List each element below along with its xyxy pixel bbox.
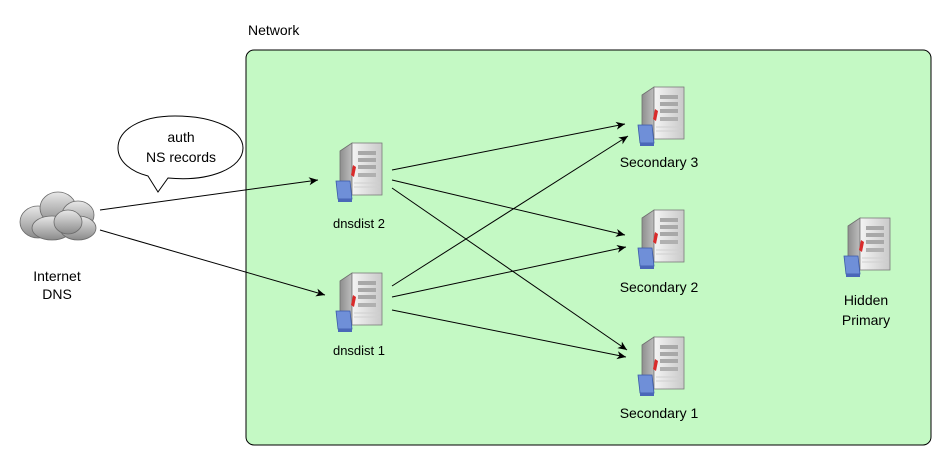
bubble-line1: auth [167,129,194,145]
cloud-icon [19,191,97,241]
hidden-label: Hidden [844,292,888,308]
primary-label: Primary [842,312,890,328]
server-icon-secondary-2 [637,209,685,270]
server-icon-dnsdist-1 [335,272,383,333]
arrow-internet-dnsdist1 [99,229,326,297]
secondary-2-label: Secondary 2 [620,279,699,295]
network-label: Network [248,22,300,38]
server-icon-dnsdist-2 [335,142,383,203]
secondary-3-label: Secondary 3 [620,154,699,170]
connections [99,121,629,360]
network-area [245,49,932,446]
secondary-1-label: Secondary 1 [620,405,699,421]
arrow-dnsdist1-sec2 [391,244,627,298]
dnsdist-2-label: dnsdist 2 [333,216,385,231]
arrow-dnsdist1-sec1 [391,309,627,360]
server-icon-secondary-3 [637,86,685,147]
speech-bubble [117,115,244,193]
internet-label: Internet [33,268,81,284]
server-icon-hidden-primary [843,217,891,278]
arrow-dnsdist2-sec3 [391,121,626,171]
server-icon-secondary-1 [637,336,685,397]
bubble-line2: NS records [146,149,216,165]
arrow-dnsdist2-sec2 [391,179,626,237]
arrow-dnsdist1-sec3 [391,135,629,287]
dnsdist-1-label: dnsdist 1 [333,343,385,358]
arrow-internet-dnsdist2 [99,177,319,211]
dns-label: DNS [42,286,72,302]
arrow-dnsdist2-sec1 [391,187,628,351]
